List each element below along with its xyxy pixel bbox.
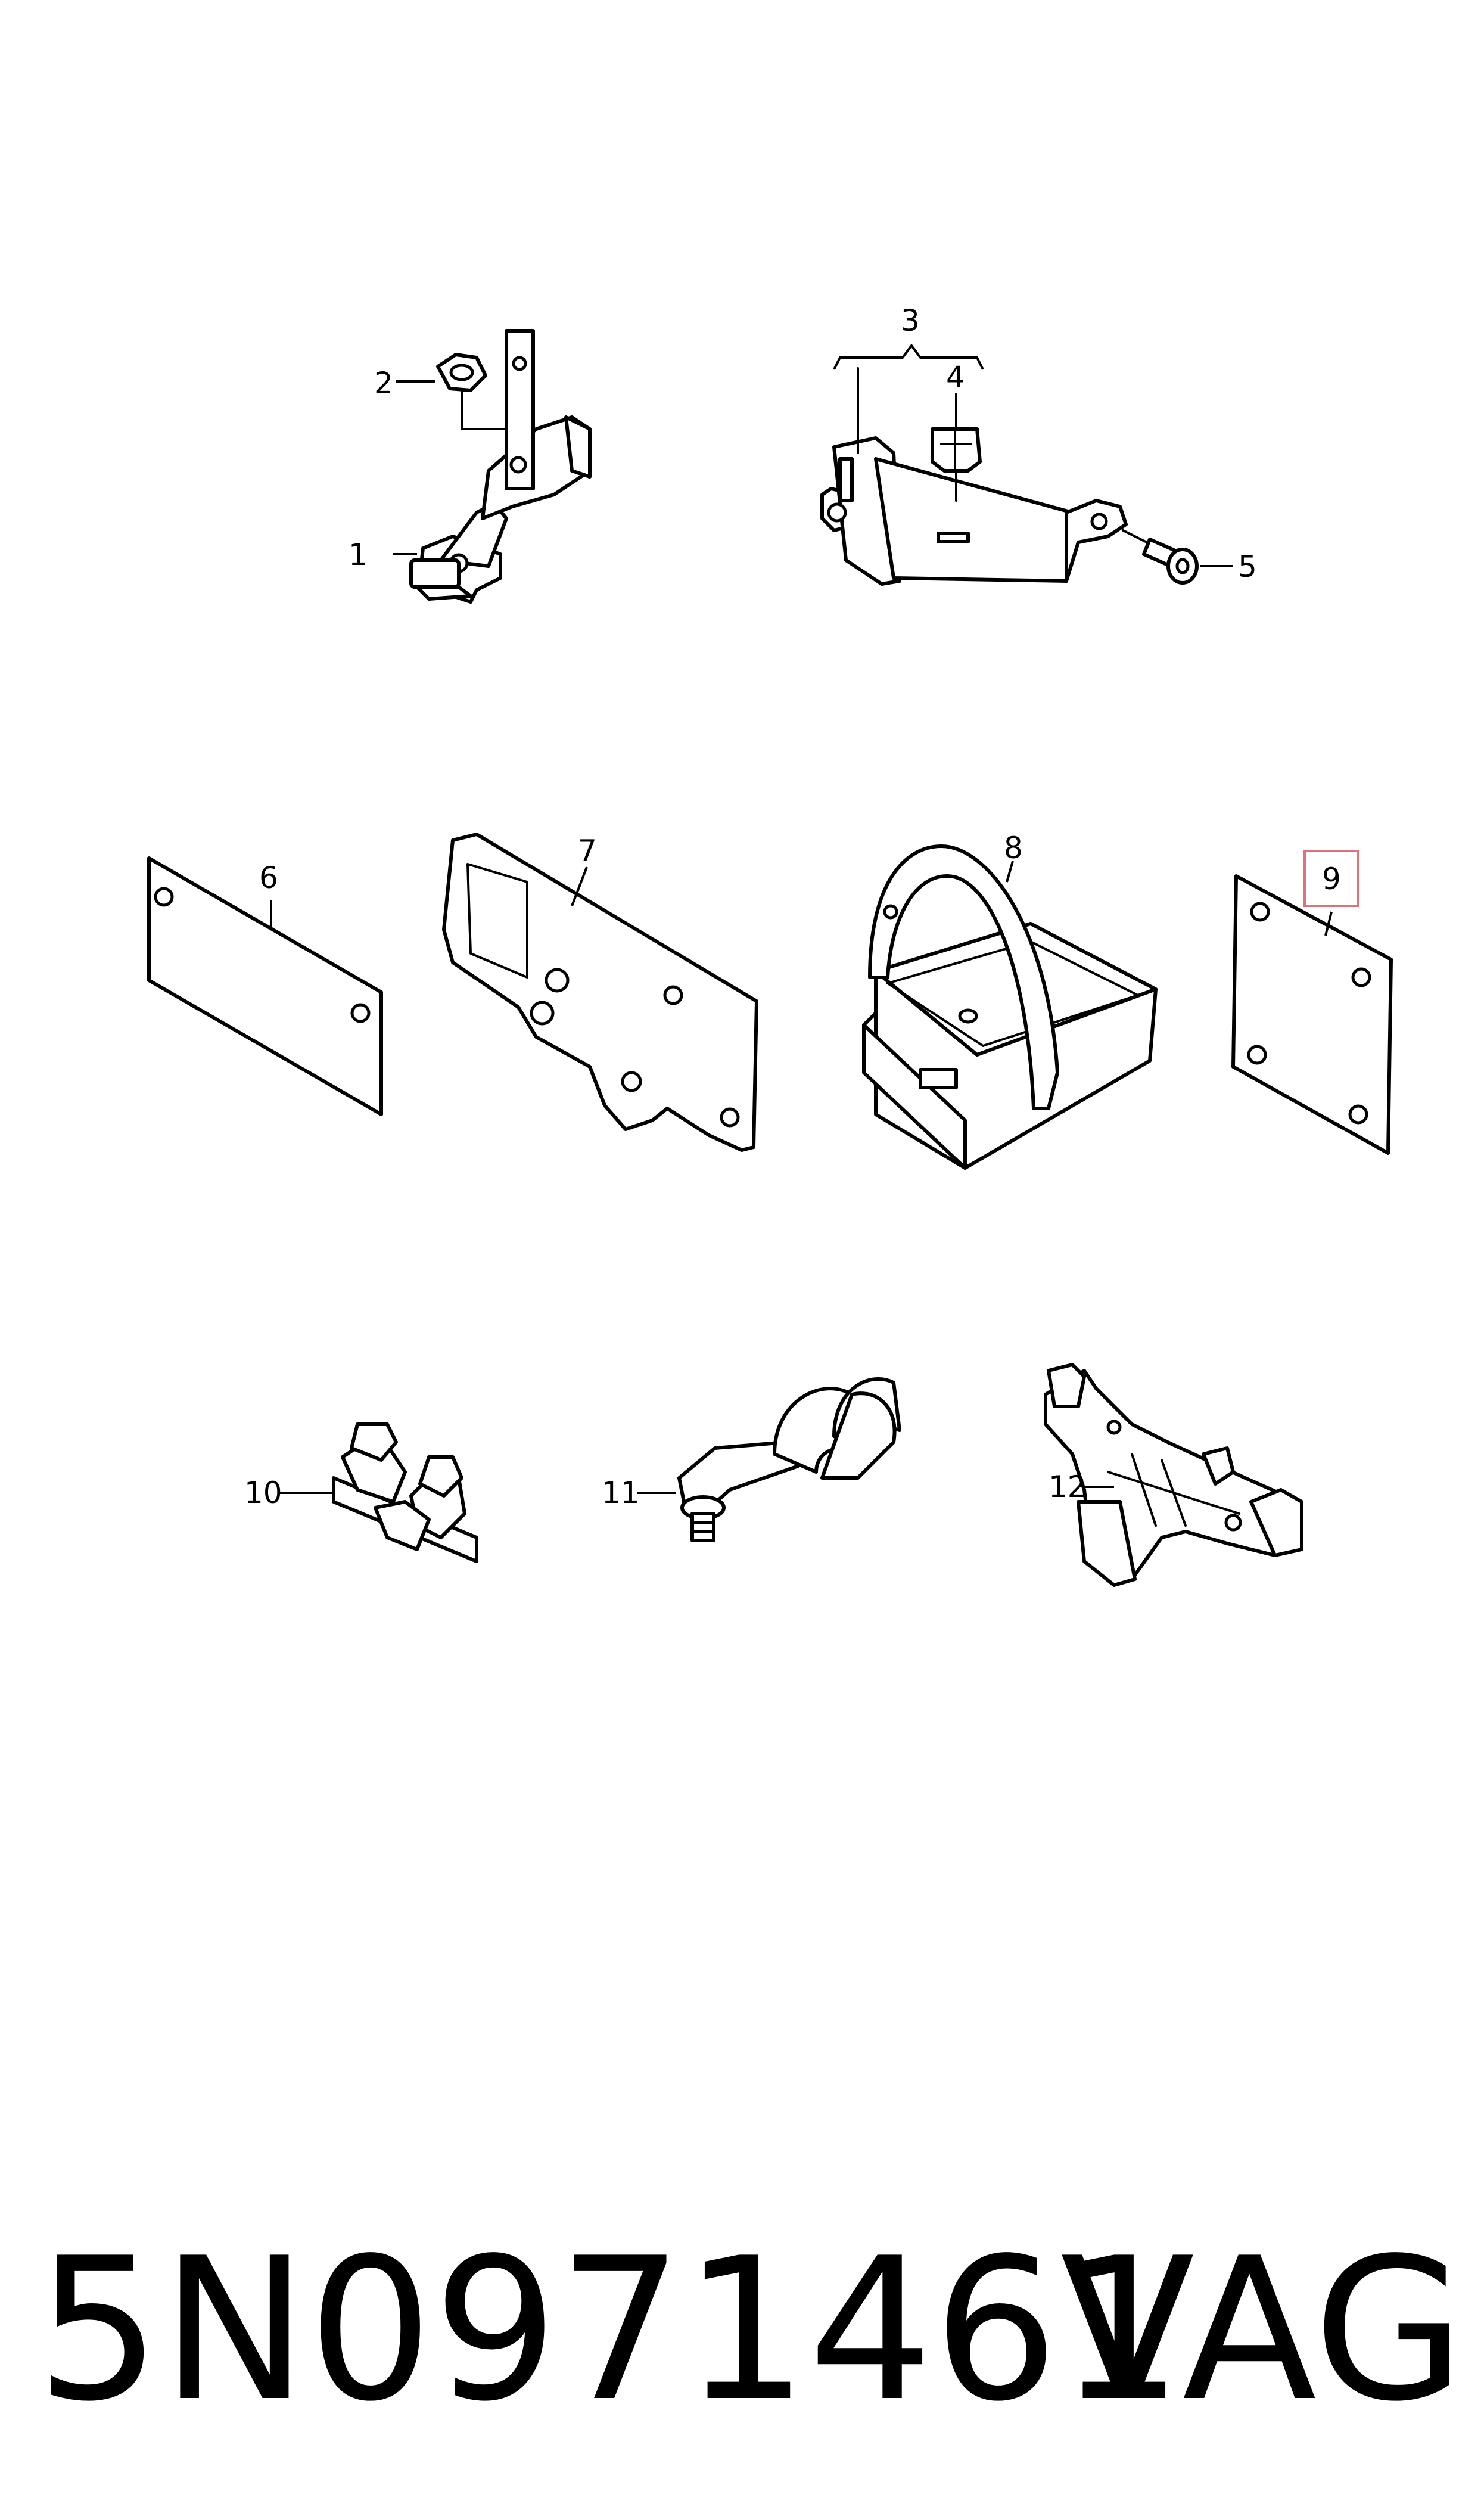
part-3-bracket [820, 367, 1128, 586]
callout-6: 6 [259, 861, 278, 895]
part-9-plate [1231, 874, 1393, 1155]
part-5-screw [1122, 529, 1199, 585]
part-8-tray [862, 844, 1158, 1170]
part-10-clip [332, 1422, 478, 1563]
part-1-clip-base [409, 558, 461, 589]
callout-4: 4 [946, 360, 965, 395]
callout-1: 1 [349, 538, 368, 572]
callout-7: 7 [578, 834, 597, 868]
part-6-plate [147, 856, 383, 1116]
callout-8: 8 [1004, 831, 1023, 865]
part-7-bracket-plate [442, 833, 758, 1152]
callout-12: 12 [1049, 1470, 1087, 1504]
callout-2: 2 [374, 366, 393, 400]
part-number: 5N0971461 [36, 2216, 1184, 2445]
part-1-bracket [409, 329, 592, 604]
callout-9-highlight [1303, 850, 1359, 907]
callout-10: 10 [244, 1476, 282, 1510]
part-11-holder [677, 1377, 901, 1542]
callout-3: 3 [901, 303, 920, 338]
footer: 5N0971461 VAG [36, 2205, 1466, 2455]
callout-5: 5 [1238, 549, 1257, 584]
part-12-holder [1044, 1363, 1303, 1587]
part-2-nut [436, 353, 508, 430]
part-4-clip [931, 427, 982, 502]
brand-name: VAG [1060, 2216, 1466, 2445]
callout-9: 9 [1322, 862, 1341, 896]
callout-11: 11 [602, 1476, 640, 1510]
